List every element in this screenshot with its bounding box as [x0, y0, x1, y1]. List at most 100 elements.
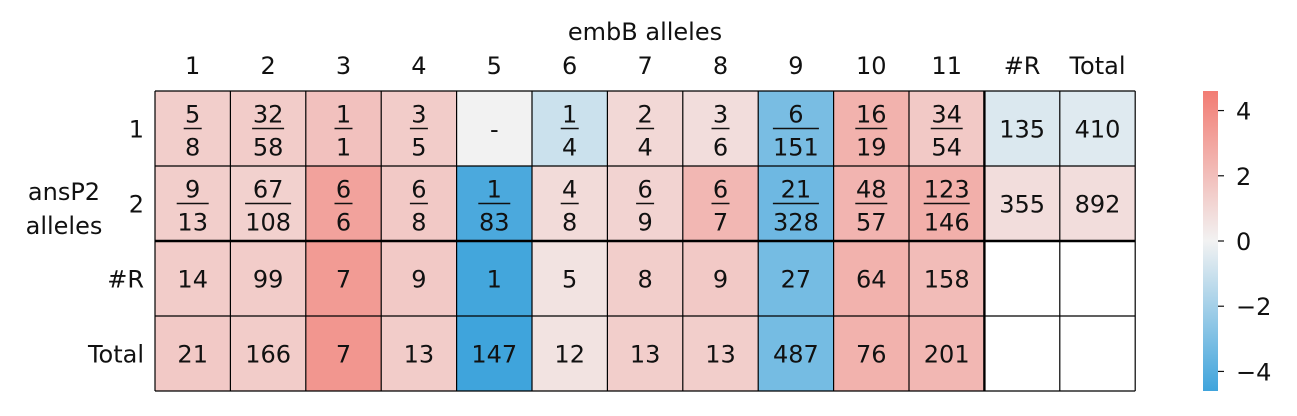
- y-axis-label-line-2: alleles: [26, 212, 103, 240]
- cell-denominator: 83: [479, 209, 510, 237]
- column-label: 7: [637, 52, 652, 80]
- column-label: 5: [487, 52, 502, 80]
- cell-denominator: 328: [773, 209, 819, 237]
- colorbar-tick-label: −2: [1236, 293, 1271, 321]
- cell-numerator: 6: [336, 176, 351, 204]
- row-label: 1: [129, 116, 144, 144]
- column-label: 9: [788, 52, 803, 80]
- cell-value: -: [490, 116, 499, 144]
- cell-denominator: 7: [713, 209, 728, 237]
- chart-title: embB alleles: [568, 18, 722, 46]
- cell-numerator: 48: [856, 176, 887, 204]
- cell-denominator: 151: [773, 134, 819, 162]
- row-label: #R: [107, 266, 144, 294]
- column-label: 11: [931, 52, 962, 80]
- heatmap-cell: [532, 316, 608, 391]
- cell-denominator: 4: [637, 134, 652, 162]
- cell-numerator: 2: [637, 101, 652, 129]
- column-label: Total: [1068, 52, 1125, 80]
- cell-value: 487: [773, 341, 819, 369]
- colorbar-tick-label: 2: [1236, 163, 1251, 191]
- heatmap-cell: [682, 316, 759, 391]
- cell-numerator: 34: [931, 101, 962, 129]
- heatmap-cell: [607, 316, 683, 391]
- cell-value: 12: [554, 341, 585, 369]
- cell-numerator: 16: [856, 101, 887, 129]
- row-label: Total: [87, 341, 144, 369]
- heatmap-cell: [758, 241, 834, 316]
- cell-value: 410: [1075, 116, 1121, 144]
- cell-value: 166: [245, 341, 291, 369]
- grid-lines: [154, 90, 1136, 392]
- heatmap-cell: [456, 91, 532, 166]
- heatmap-cell: [381, 241, 457, 316]
- cell-numerator: 1: [562, 101, 577, 129]
- cell-denominator: 57: [856, 209, 887, 237]
- cell-denominator: 1: [336, 134, 351, 162]
- heatmap-cell: [305, 316, 382, 391]
- cell-value: 5: [562, 266, 577, 294]
- cell-denominator: 19: [856, 134, 887, 162]
- column-label: 10: [856, 52, 887, 80]
- heatmap-cell: [909, 316, 985, 391]
- cell-numerator: 67: [253, 176, 284, 204]
- column-label: 6: [562, 52, 577, 80]
- colorbar-gradient: [1203, 91, 1218, 391]
- column-label: 8: [713, 52, 728, 80]
- cell-value: 135: [999, 116, 1045, 144]
- heatmap-cell: [305, 241, 382, 316]
- heatmap-cell: [381, 316, 457, 391]
- cell-value: 8: [637, 266, 652, 294]
- heatmap-cell: [230, 241, 306, 316]
- cell-numerator: 4: [562, 176, 577, 204]
- heatmap-cell: [833, 241, 909, 316]
- heatmap-cell: [984, 91, 1060, 166]
- heatmap-cell: [1059, 241, 1136, 316]
- colorbar-tick-label: 0: [1236, 228, 1251, 256]
- heatmap-cell: [230, 316, 306, 391]
- cell-value: 99: [253, 266, 284, 294]
- cell-numerator: 6: [788, 101, 803, 129]
- cell-value: 158: [924, 266, 970, 294]
- heatmap-cell: [155, 316, 231, 391]
- heatmap-cell: [682, 241, 759, 316]
- cell-numerator: 123: [924, 176, 970, 204]
- cell-numerator: 6: [713, 176, 728, 204]
- cell-value: 7: [336, 266, 351, 294]
- cell-value: 27: [781, 266, 812, 294]
- cell-denominator: 6: [713, 134, 728, 162]
- colorbar-tick-label: −4: [1236, 358, 1271, 386]
- cell-value: 14: [177, 266, 208, 294]
- cell-value: 64: [856, 266, 887, 294]
- cell-denominator: 146: [924, 209, 970, 237]
- cell-denominator: 8: [562, 209, 577, 237]
- cell-denominator: 6: [336, 209, 351, 237]
- row-label: 2: [129, 191, 144, 219]
- heatmap-cell: [456, 316, 532, 391]
- cell-denominator: 13: [177, 209, 208, 237]
- cell-numerator: 32: [253, 101, 284, 129]
- heatmap-cell: [1059, 91, 1136, 166]
- heatmap-cells: [155, 91, 1136, 391]
- cell-numerator: 1: [336, 101, 351, 129]
- heatmap-cell: [1059, 316, 1136, 391]
- heatmap-cell: [833, 316, 909, 391]
- cell-numerator: 6: [637, 176, 652, 204]
- cell-numerator: 3: [713, 101, 728, 129]
- cell-value: 147: [471, 341, 517, 369]
- cell-denominator: 4: [562, 134, 577, 162]
- heatmap-cell: [532, 241, 608, 316]
- cell-value: 13: [630, 341, 661, 369]
- heatmap-cell: [607, 241, 683, 316]
- cell-denominator: 8: [411, 209, 426, 237]
- heatmap-cell: [1059, 166, 1136, 241]
- column-label: #R: [1004, 52, 1041, 80]
- cell-value: 13: [404, 341, 435, 369]
- cell-numerator: 3: [411, 101, 426, 129]
- row-tick-labels: 1 2 #R Total: [87, 116, 144, 369]
- cell-value: 21: [177, 341, 208, 369]
- heatmap-cell: [984, 316, 1060, 391]
